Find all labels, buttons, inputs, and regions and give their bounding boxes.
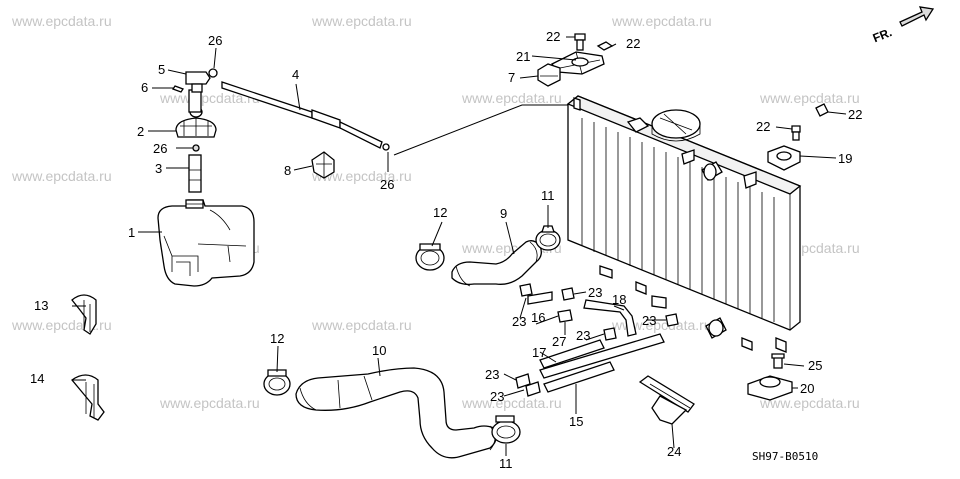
radiator-cap (651, 109, 701, 142)
callout-25: 25 (808, 358, 822, 373)
callout-6: 6 (141, 80, 148, 95)
leader-lines (72, 36, 847, 456)
callout-19: 19 (838, 151, 852, 166)
drawing-code: SH97-B0510 (752, 450, 818, 463)
callout-22: 22 (626, 36, 640, 51)
lower-mount-cushion (747, 353, 793, 401)
oil-cooler-lines (515, 283, 679, 397)
watermark: www.epcdata.ru (461, 90, 562, 106)
callout-23: 23 (642, 313, 656, 328)
callout-11: 11 (541, 188, 555, 203)
callout-11: 11 (499, 456, 513, 471)
callout-9: 9 (500, 206, 507, 221)
callout-21: 21 (516, 49, 530, 64)
reservoir-tank (157, 199, 255, 287)
callout-26: 26 (380, 177, 394, 192)
upper-mount-bracket (537, 33, 614, 87)
callout-5: 5 (158, 62, 165, 77)
reservoir-cap-assembly (172, 68, 218, 193)
callout-16: 16 (531, 310, 545, 325)
callout-15: 15 (569, 414, 583, 429)
direction-arrow-icon (899, 6, 935, 27)
tube-clamp (311, 151, 335, 179)
callout-26: 26 (153, 141, 167, 156)
callout-23: 23 (576, 328, 590, 343)
callout-4: 4 (292, 67, 299, 82)
watermark: www.epcdata.ru (311, 168, 412, 184)
callout-12: 12 (270, 331, 284, 346)
callout-27: 27 (552, 334, 566, 349)
callout-23: 23 (485, 367, 499, 382)
callout-10: 10 (372, 343, 386, 358)
watermark: www.epcdata.ru (311, 13, 412, 29)
callout-3: 3 (155, 161, 162, 176)
callout-26: 26 (208, 33, 222, 48)
watermark: www.epcdata.ru (159, 90, 260, 106)
callout-14: 14 (30, 371, 44, 386)
callout-22: 22 (848, 107, 862, 122)
direction-label: FR. (871, 25, 894, 45)
right-mount-bracket (767, 103, 829, 171)
callout-22: 22 (546, 29, 560, 44)
callout-8: 8 (284, 163, 291, 178)
hose-band (638, 375, 695, 425)
callout-23: 23 (512, 314, 526, 329)
hose-clips (71, 294, 105, 421)
radiator-outlet-pipes (701, 161, 727, 339)
front-direction-indicator: FR. (871, 6, 935, 45)
callout-2: 2 (137, 124, 144, 139)
callout-23: 23 (588, 285, 602, 300)
watermark: www.epcdata.ru (611, 317, 712, 333)
callout-23: 23 (490, 389, 504, 404)
callout-18: 18 (612, 292, 626, 307)
callout-22: 22 (756, 119, 770, 134)
watermark: www.epcdata.ru (759, 395, 860, 411)
lower-radiator-hose (295, 367, 497, 459)
watermark: www.epcdata.ru (461, 395, 562, 411)
radiator (566, 95, 802, 353)
callout-20: 20 (800, 381, 814, 396)
overflow-tube (221, 81, 390, 151)
watermark: www.epcdata.ru (11, 13, 112, 29)
watermark: www.epcdata.ru (159, 395, 260, 411)
watermark: www.epcdata.ru (11, 168, 112, 184)
callout-1: 1 (128, 225, 135, 240)
callout-13: 13 (34, 298, 48, 313)
hose-clamps (263, 225, 561, 444)
watermark: www.epcdata.ru (611, 13, 712, 29)
callout-17: 17 (532, 345, 546, 360)
callout-12: 12 (433, 205, 447, 220)
watermark: www.epcdata.ru (759, 90, 860, 106)
callout-24: 24 (667, 444, 681, 459)
watermark: www.epcdata.ru (311, 317, 412, 333)
callout-numbers: 1 2 3 4 5 6 7 8 9 10 11 11 12 12 13 14 1… (30, 29, 862, 471)
callout-7: 7 (508, 70, 515, 85)
